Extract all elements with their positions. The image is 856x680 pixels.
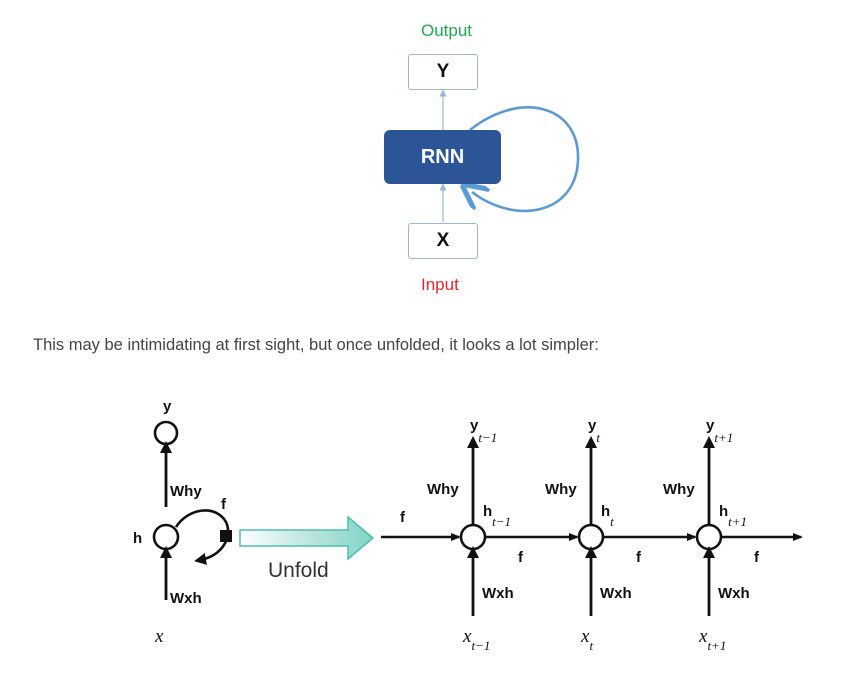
unfolded-input-f-label: f xyxy=(400,509,406,526)
unfolded-y-label-1: yt xyxy=(588,417,600,445)
unfolded-h-label-0: ht−1 xyxy=(483,503,511,529)
folded-loop-arrow xyxy=(174,509,230,565)
unfolded-hidden-node-1 xyxy=(577,523,605,551)
unfolded-f-label-1: f xyxy=(636,549,642,566)
unfold-label: Unfold xyxy=(268,559,329,582)
folded-delay-square xyxy=(220,530,232,542)
folded-wxh-label: Wxh xyxy=(170,590,202,607)
unfolded-x-label-1: xt xyxy=(580,626,593,653)
unfold-arrow xyxy=(239,515,375,561)
unfolded-wxh-label-1: Wxh xyxy=(600,585,632,602)
unfolded-f-label-2: f xyxy=(754,549,760,566)
unfolded-why-label-0: Why xyxy=(427,481,459,498)
unfolded-wxh-label-0: Wxh xyxy=(482,585,514,602)
folded-output-node xyxy=(153,420,179,446)
folded-f-label: f xyxy=(221,496,227,513)
unfolded-hidden-node-2 xyxy=(695,523,723,551)
unfolded-why-label-1: Why xyxy=(545,481,577,498)
unfolded-h-label-1: ht xyxy=(601,503,614,529)
unfolded-y-label-0: yt−1 xyxy=(470,417,497,445)
input-box: X xyxy=(408,223,478,259)
recurrent-loop-arrow xyxy=(470,106,580,213)
unfolded-wxh-label-2: Wxh xyxy=(718,585,750,602)
unfolded-x-label-0: xt−1 xyxy=(462,626,490,653)
unfolded-y-label-2: yt+1 xyxy=(706,417,733,445)
unfolded-h-label-2: ht+1 xyxy=(719,503,747,529)
rnn-box: RNN xyxy=(384,130,501,184)
folded-why-label: Why xyxy=(170,483,202,500)
folded-h-label: h xyxy=(133,530,142,547)
unfolded-why-label-2: Why xyxy=(663,481,695,498)
output-label: Output xyxy=(421,21,473,40)
rnn-connectors xyxy=(439,89,580,222)
unfolded-x-label-2: xt+1 xyxy=(698,626,726,653)
folded-y-label: y xyxy=(163,398,172,415)
unfolded-f-label-0: f xyxy=(518,549,524,566)
folded-x-label: x xyxy=(154,626,164,647)
caption-text: This may be intimidating at first sight,… xyxy=(33,336,599,354)
folded-hidden-node xyxy=(152,523,180,551)
input-label: Input xyxy=(421,275,459,294)
unfolded-hidden-node-0 xyxy=(459,523,487,551)
